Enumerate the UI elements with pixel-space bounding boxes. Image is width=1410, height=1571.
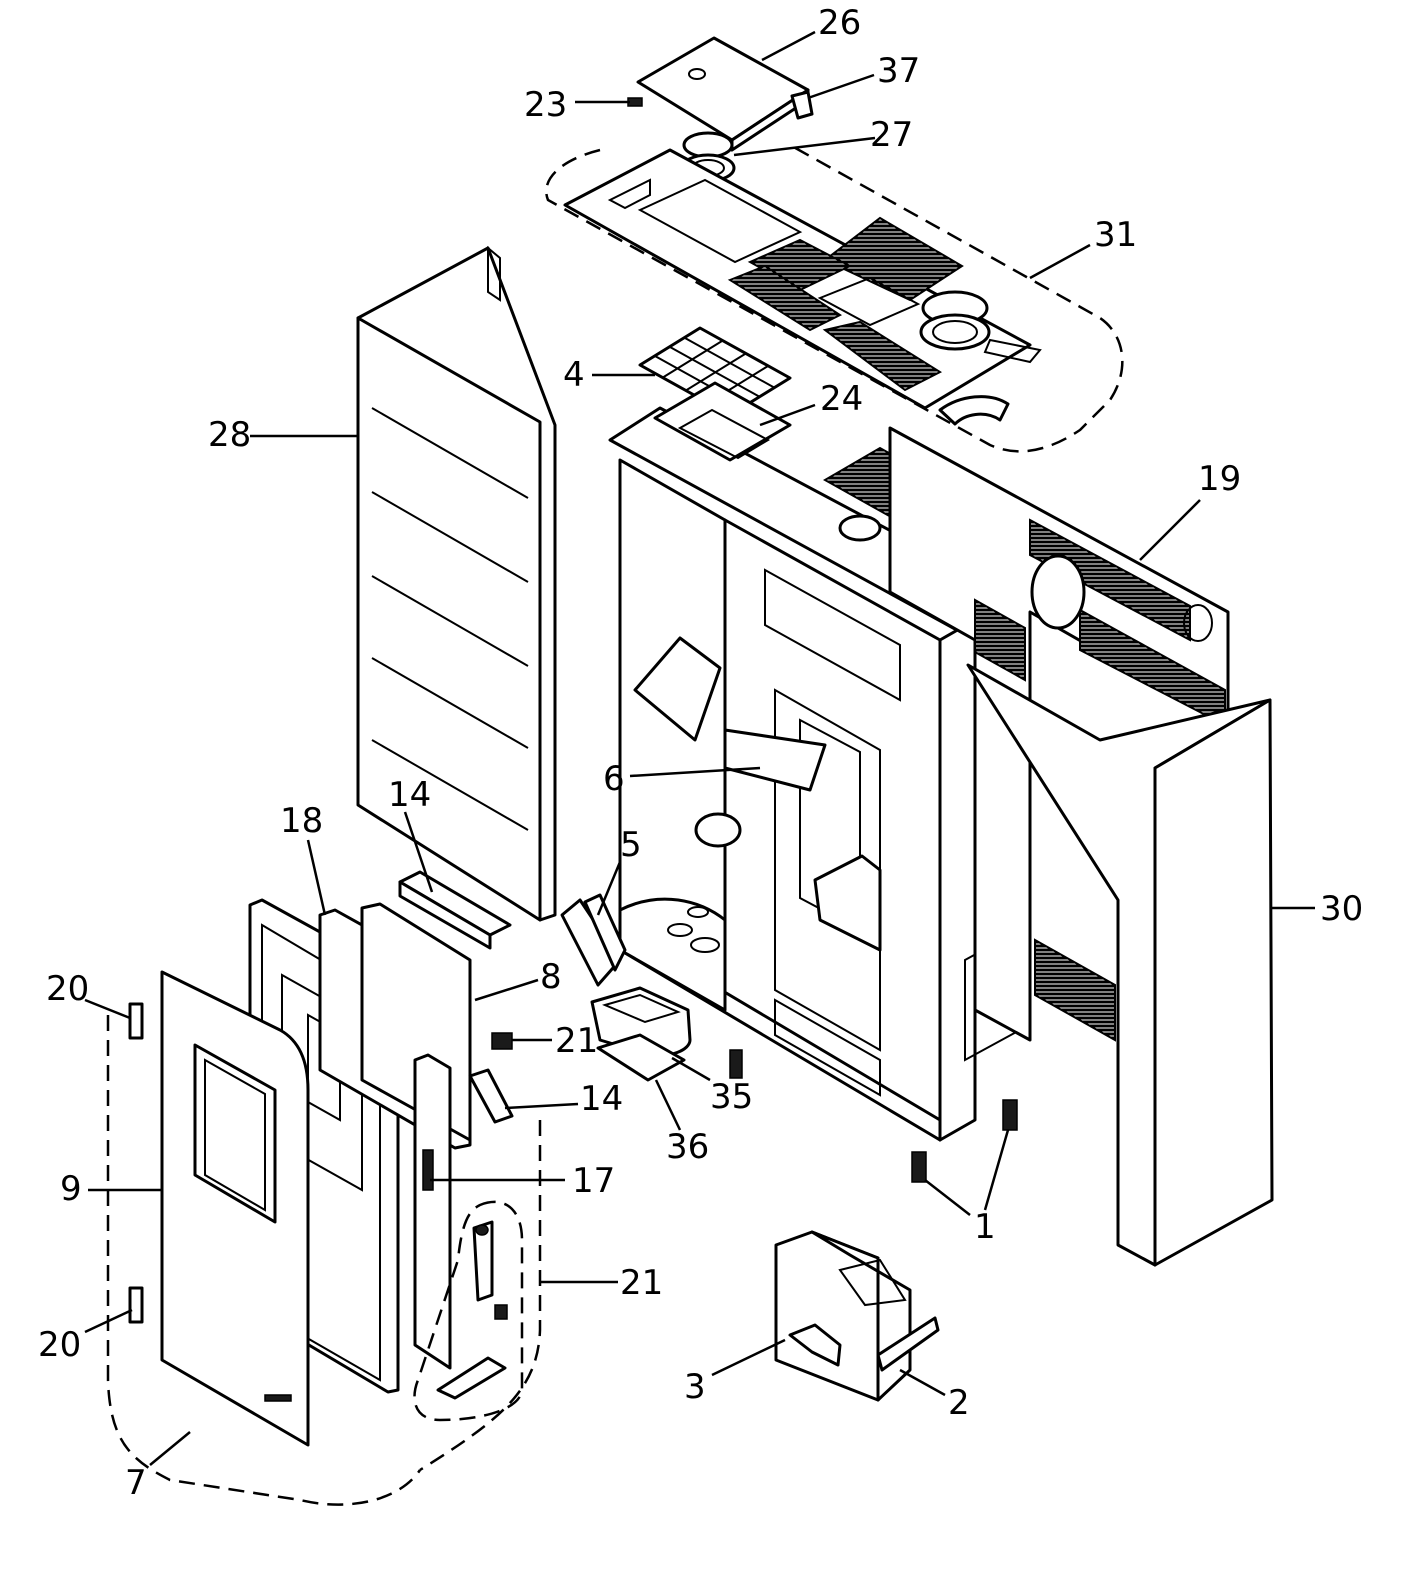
part-17-handle <box>413 1053 452 1370</box>
callout-4: 4 <box>563 355 585 395</box>
part-27-collar <box>680 131 736 183</box>
callout-36: 36 <box>666 1127 709 1167</box>
stove-body <box>608 381 1032 1142</box>
part-20-hinge-lower <box>128 1286 144 1324</box>
callout-20-upper: 20 <box>46 969 89 1009</box>
part-30-side-panel <box>966 663 1274 1267</box>
part-3-drawer-handle <box>788 1323 842 1367</box>
callout-6: 6 <box>603 759 625 799</box>
callout-8: 8 <box>540 957 562 997</box>
part-21-hinge-set <box>436 1220 508 1400</box>
part-19-rear-panel <box>888 426 1230 1042</box>
leader-lines <box>84 30 1315 1466</box>
callout-9: 9 <box>60 1169 82 1209</box>
callout-19: 19 <box>1198 459 1241 499</box>
callout-labels: 26 37 23 27 31 4 24 28 19 6 14 18 5 30 2… <box>38 3 1363 1503</box>
part-26-top-lid <box>636 36 810 152</box>
callout-26: 26 <box>818 3 861 43</box>
callout-21-lower: 21 <box>620 1263 663 1303</box>
part-20-hinge-upper <box>128 1002 144 1040</box>
callout-17: 17 <box>572 1161 615 1201</box>
part-14-bracket-upper <box>398 870 512 950</box>
callout-18: 18 <box>280 801 323 841</box>
part-31-top-plate-group <box>545 143 1124 453</box>
callout-21-upper: 21 <box>555 1021 598 1061</box>
callout-37: 37 <box>877 51 920 91</box>
part-9-front-door <box>160 970 310 1447</box>
part-2-ash-drawer <box>774 1230 940 1402</box>
callout-31: 31 <box>1094 215 1137 255</box>
callout-7: 7 <box>125 1463 147 1503</box>
part-36-tray <box>596 1033 686 1082</box>
part-37-clip <box>790 90 814 120</box>
part-23-pin <box>627 97 643 107</box>
callout-28: 28 <box>208 415 251 455</box>
callout-14-upper: 14 <box>388 775 431 815</box>
part-5-chute <box>560 893 627 987</box>
callout-14-lower: 14 <box>580 1079 623 1119</box>
callout-3: 3 <box>684 1367 706 1407</box>
part-7-door-group <box>106 1015 542 1506</box>
callout-35: 35 <box>710 1077 753 1117</box>
part-1-feet <box>911 1099 1018 1183</box>
part-28-left-panel <box>356 245 557 922</box>
callout-30: 30 <box>1320 889 1363 929</box>
part-21-knob-upper <box>491 1032 513 1050</box>
callout-24: 24 <box>820 379 863 419</box>
callout-2: 2 <box>948 1383 970 1423</box>
part-14-bracket-lower <box>468 1068 514 1124</box>
callout-5: 5 <box>620 825 642 865</box>
callout-27: 27 <box>870 115 913 155</box>
callout-1: 1 <box>974 1207 996 1247</box>
callout-20-lower: 20 <box>38 1325 81 1365</box>
callout-23: 23 <box>524 85 567 125</box>
